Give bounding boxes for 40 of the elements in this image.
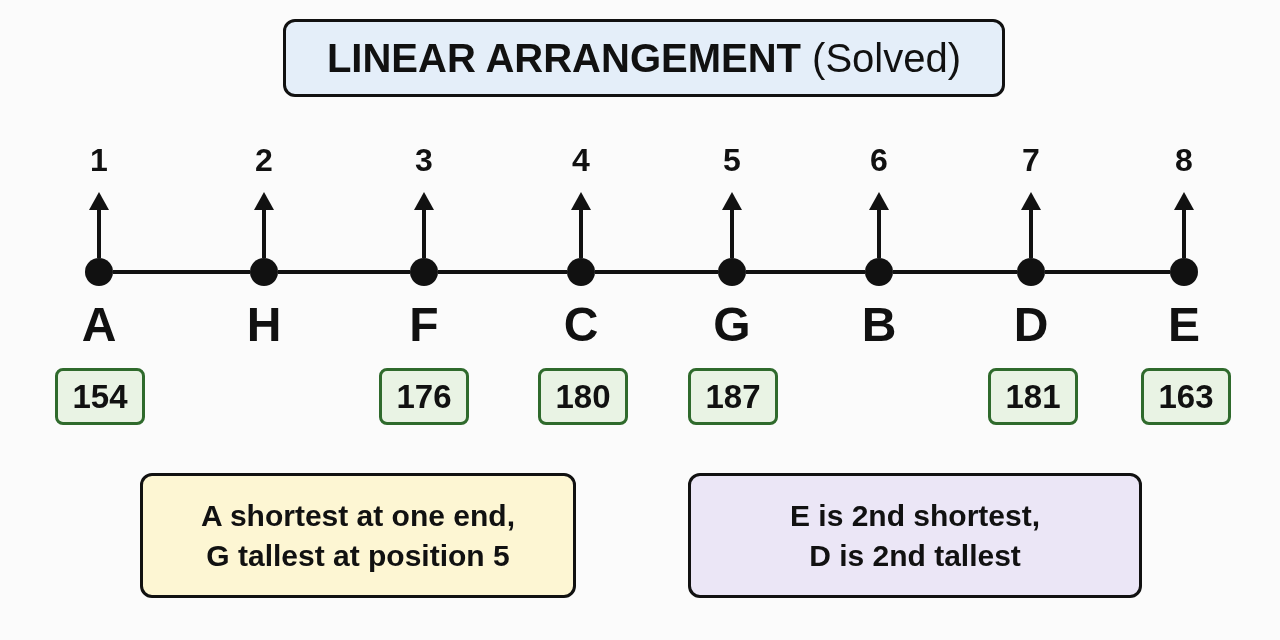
letter-label: B [861, 301, 897, 349]
title-banner: LINEAR ARRANGEMENT (Solved) [283, 19, 1005, 97]
height-value-tag: 180 [538, 368, 628, 425]
letter-label: F [409, 301, 439, 349]
position-number: 8 [1175, 144, 1193, 176]
connecting-line [1045, 270, 1170, 274]
arrow [1021, 192, 1041, 258]
clue-note: A shortest at one end, G tallest at position 5 [140, 473, 576, 598]
arrow [89, 192, 109, 258]
connecting-line [595, 270, 718, 274]
letter-label: A [81, 301, 117, 349]
height-value-tag: 176 [379, 368, 469, 425]
connecting-line [278, 270, 410, 274]
position-number: 6 [870, 144, 888, 176]
clue-note: E is 2nd shortest, D is 2nd tallest [688, 473, 1142, 598]
height-value-tag: 154 [55, 368, 145, 425]
letter-label: D [1013, 301, 1049, 349]
height-value-tag: 181 [988, 368, 1078, 425]
arrow [869, 192, 889, 258]
position-number: 7 [1022, 144, 1040, 176]
letter-label: E [1168, 301, 1200, 349]
height-value-tag: 163 [1141, 368, 1231, 425]
connecting-line [113, 270, 250, 274]
arrow [571, 192, 591, 258]
arrow [414, 192, 434, 258]
letter-label: C [563, 301, 599, 349]
arrow [254, 192, 274, 258]
connecting-line [746, 270, 865, 274]
connecting-line [893, 270, 1017, 274]
position-number: 5 [723, 144, 741, 176]
position-number: 3 [415, 144, 433, 176]
connecting-line [438, 270, 567, 274]
height-value-tag: 187 [688, 368, 778, 425]
letter-label: G [713, 301, 751, 349]
letter-label: H [246, 301, 282, 349]
position-number: 1 [90, 144, 108, 176]
position-number: 4 [572, 144, 590, 176]
position-number: 2 [255, 144, 273, 176]
arrow [1174, 192, 1194, 258]
arrow [722, 192, 742, 258]
